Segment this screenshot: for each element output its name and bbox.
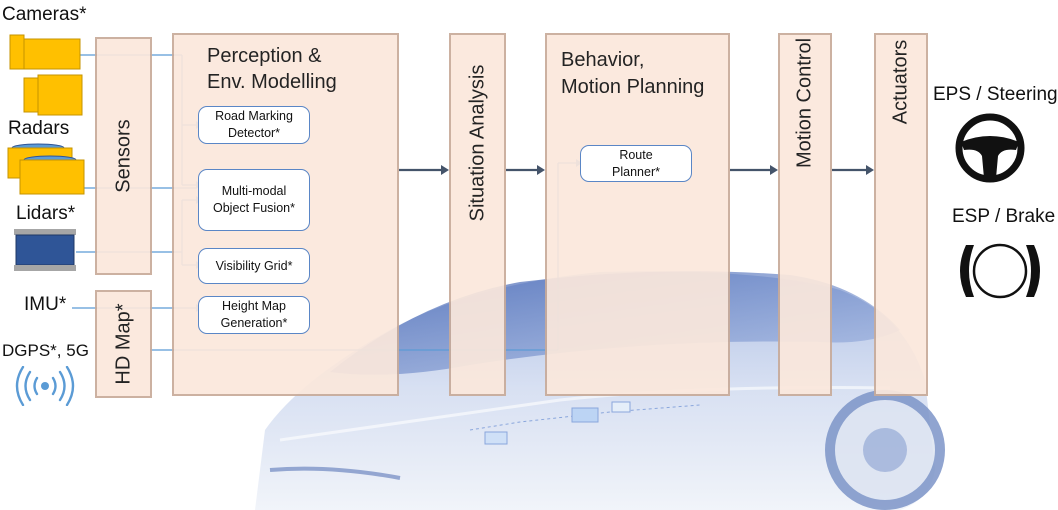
road-marking-line2: Detector*	[227, 126, 281, 140]
fusion-line2: Object Fusion*	[213, 201, 295, 215]
height-line1: Height Map	[222, 299, 286, 313]
visibility-label: Visibility Grid*	[215, 258, 293, 273]
object-fusion-box: Multi-modal Object Fusion*	[198, 169, 310, 231]
behavior-title-line2: Motion Planning	[561, 76, 705, 98]
esp-brake-label: ESP / Brake	[952, 206, 1056, 227]
dgps-label: DGPS*, 5G	[2, 341, 89, 360]
actuators-title: Actuators	[889, 39, 912, 124]
sensors-title: Sensors	[112, 119, 134, 193]
radar-icon	[7, 143, 85, 195]
brake-icon	[960, 243, 1040, 299]
route-line1: Route	[619, 147, 653, 162]
imu-label: IMU*	[24, 294, 67, 315]
fusion-line1: Multi-modal	[221, 184, 287, 198]
radars-label: Radars	[8, 118, 70, 139]
route-line2: Planner*	[612, 164, 660, 179]
behavior-planning-column: Behavior, Motion Planning	[545, 33, 730, 396]
lidars-label: Lidars*	[16, 203, 76, 224]
sensors-column: Sensors	[95, 37, 152, 275]
actuators-column: Actuators	[874, 33, 928, 396]
route-planner-box: Route Planner*	[580, 145, 692, 182]
behavior-title-line1: Behavior,	[561, 49, 645, 71]
road-marking-line1: Road Marking	[215, 109, 293, 123]
eps-steering-label: EPS / Steering	[933, 84, 1058, 105]
motion-control-title: Motion Control	[793, 38, 816, 169]
hd-map-title: HD Map*	[112, 303, 134, 385]
steering-wheel-icon	[955, 113, 1025, 183]
motion-control-column: Motion Control	[778, 33, 832, 396]
perception-title-line1: Perception &	[207, 45, 322, 67]
hd-map-column: HD Map*	[95, 290, 152, 398]
camera-icon	[9, 34, 83, 116]
perception-title-line2: Env. Modelling	[207, 71, 337, 93]
height-line2: Generation*	[220, 316, 288, 330]
wireless-signal-icon	[15, 366, 75, 406]
visibility-grid-box: Visibility Grid*	[198, 248, 310, 284]
height-map-box: Height Map Generation*	[198, 296, 310, 334]
situation-analysis-title: Situation Analysis	[466, 64, 488, 222]
cameras-label: Cameras*	[2, 4, 87, 25]
situation-analysis-column: Situation Analysis	[449, 33, 506, 396]
road-marking-detector-box: Road Marking Detector*	[198, 106, 310, 144]
lidar-icon	[14, 229, 76, 271]
